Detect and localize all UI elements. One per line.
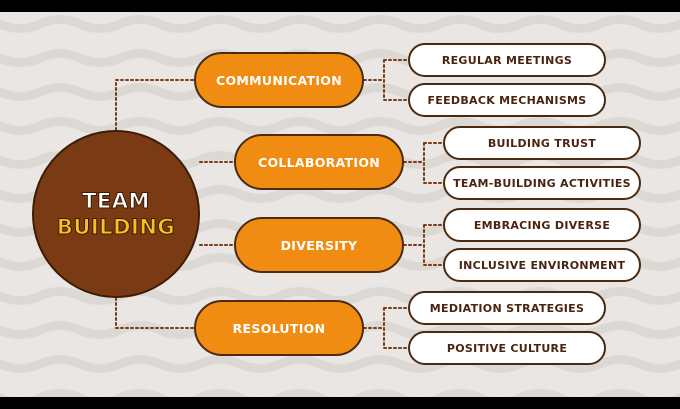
leaf-team-building-activities: TEAM-BUILDING ACTIVITIES (443, 166, 641, 200)
connector-lines (115, 59, 444, 349)
category-communication: COMMUNICATION (194, 52, 364, 108)
connector-collaboration-leaves (403, 142, 444, 184)
category-diversity: DIVERSITY (234, 217, 404, 273)
leaf-inclusive-environment: INCLUSIVE ENVIRONMENT (443, 248, 641, 282)
leaf-regular-meetings: REGULAR MEETINGS (408, 43, 606, 77)
leaf-feedback-mechanisms: FEEDBACK MECHANISMS (408, 83, 606, 117)
hub-title-line2: BUILDING (56, 215, 176, 240)
connector-communication-leaves (363, 59, 409, 101)
category-collaboration: COLLABORATION (234, 134, 404, 190)
leaf-embracing-diverse: EMBRACING DIVERSE (443, 208, 641, 242)
leaf-building-trust: BUILDING TRUST (443, 126, 641, 160)
connector-diversity-leaves (403, 224, 444, 266)
connector-hub-communication (115, 79, 195, 131)
hub-title-line1: TEAM (82, 189, 150, 214)
connector-hub-resolution (115, 297, 195, 329)
mind-map-canvas: TEAM BUILDING COMMUNICATION COLLABORATIO… (0, 12, 680, 397)
connector-resolution-leaves (363, 307, 409, 349)
hub-circle: TEAM BUILDING (32, 130, 200, 298)
leaf-positive-culture: POSITIVE CULTURE (408, 331, 606, 365)
leaf-mediation-strategies: MEDIATION STRATEGIES (408, 291, 606, 325)
category-resolution: RESOLUTION (194, 300, 364, 356)
